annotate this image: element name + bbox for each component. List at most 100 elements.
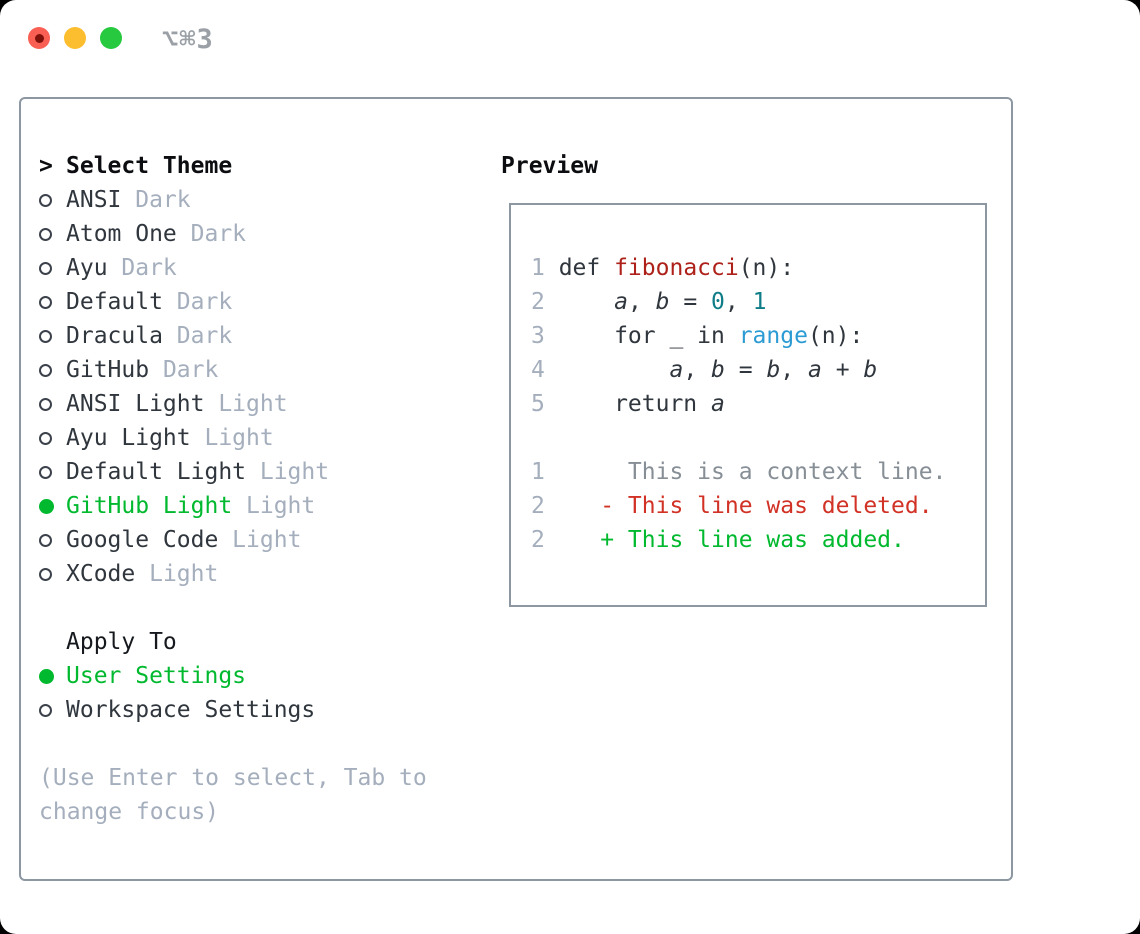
theme-option-ansi-light[interactable]: ANSI Light Light — [39, 387, 501, 421]
radio-icon — [39, 567, 66, 581]
code-token-var: b — [863, 357, 878, 383]
apply-option-workspace-settings[interactable]: Workspace Settings — [39, 693, 501, 727]
code-token-added: + This line was added. — [558, 527, 905, 553]
code-line: 1 This is a context line. — [531, 455, 967, 489]
minimize-button[interactable] — [64, 27, 86, 49]
theme-option-atom-one[interactable]: Atom One Dark — [39, 217, 501, 251]
close-dot-icon — [34, 33, 44, 43]
zoom-button[interactable] — [100, 27, 122, 49]
line-number: 1 — [531, 255, 545, 281]
selection-caret: > — [39, 153, 53, 179]
option-label: Ayu Light — [66, 425, 191, 451]
code-token-plain: = — [669, 289, 712, 315]
hint-line-1: (Use Enter to select, Tab to — [39, 765, 427, 791]
code-token-number: 0 — [711, 289, 725, 315]
radio-icon — [39, 363, 66, 377]
theme-variant-label: Light — [135, 561, 219, 587]
radio-selected-icon — [39, 498, 66, 514]
theme-option-ansi[interactable]: ANSI Dark — [39, 183, 501, 217]
code-token-plain: return — [558, 391, 712, 417]
theme-option-dracula[interactable]: Dracula Dark — [39, 319, 501, 353]
close-button[interactable] — [28, 27, 50, 49]
code-token-plain: def — [558, 255, 615, 281]
theme-variant-label: Light — [246, 459, 330, 485]
apply-to-heading: Apply To — [66, 629, 177, 655]
theme-variant-label: Light — [232, 493, 316, 519]
code-token-var: a — [808, 357, 822, 383]
line-number: 2 — [531, 289, 545, 315]
theme-option-default[interactable]: Default Dark — [39, 285, 501, 319]
code-line: 2 a, b = 0, 1 — [531, 285, 967, 319]
option-label: Default Light — [66, 459, 247, 485]
code-token-plain: , — [683, 357, 712, 383]
window-shortcut-label: ⌥⌘3 — [162, 24, 214, 55]
spacer — [39, 727, 501, 761]
theme-variant-label: Dark — [162, 289, 233, 315]
code-token-var: b — [655, 289, 670, 315]
radio-icon — [39, 703, 66, 717]
radio-icon — [39, 329, 66, 343]
radio-icon — [39, 431, 66, 445]
code-token-plain: for _ in — [558, 323, 739, 349]
apply-option-user-settings[interactable]: User Settings — [39, 659, 501, 693]
line-number — [531, 421, 545, 455]
option-label: GitHub — [66, 357, 150, 383]
code-token-deleted: - This line was deleted. — [558, 493, 933, 519]
code-token-context: This is a context line. — [558, 459, 947, 485]
code-token-var: a — [614, 289, 628, 315]
option-label: XCode — [66, 561, 136, 587]
radio-icon — [39, 397, 66, 411]
code-line — [531, 421, 967, 455]
radio-icon — [39, 227, 66, 241]
code-token-plain — [559, 285, 614, 319]
code-token-plain: , — [627, 289, 656, 315]
theme-variant-label: Light — [190, 425, 274, 451]
traffic-lights — [28, 27, 122, 49]
theme-option-github[interactable]: GitHub Dark — [39, 353, 501, 387]
code-token-plain: + — [821, 357, 864, 383]
code-token-plain: (n): — [807, 323, 864, 349]
select-theme-header: > Select Theme — [39, 149, 501, 183]
theme-option-ayu[interactable]: Ayu Dark — [39, 251, 501, 285]
radio-icon — [39, 261, 66, 275]
option-label: Ayu — [66, 255, 108, 281]
theme-option-xcode[interactable]: XCode Light — [39, 557, 501, 591]
code-line: 5 return a — [531, 387, 967, 421]
code-line: 3 for _ in range(n): — [531, 319, 967, 353]
theme-variant-label: Light — [218, 527, 302, 553]
line-number: 3 — [531, 323, 545, 349]
theme-option-github-light[interactable]: GitHub Light Light — [39, 489, 501, 523]
code-line: 4 a, b = b, a + b — [531, 353, 967, 387]
theme-variant-label: Dark — [149, 357, 219, 383]
option-label: GitHub Light — [66, 493, 233, 519]
theme-option-default-light[interactable]: Default Light Light — [39, 455, 501, 489]
option-label: User Settings — [66, 663, 247, 689]
radio-icon — [39, 533, 66, 547]
spacer — [39, 591, 501, 625]
line-number: 1 — [531, 459, 545, 485]
theme-variant-label: Dark — [121, 187, 191, 213]
theme-option-ayu-light[interactable]: Ayu Light Light — [39, 421, 501, 455]
apply-to-header: Apply To — [39, 625, 501, 659]
code-token-var: b — [711, 357, 725, 383]
code-token-plain: , — [780, 357, 808, 383]
theme-option-google-code[interactable]: Google Code Light — [39, 523, 501, 557]
line-number: 2 — [531, 527, 545, 553]
radio-icon — [39, 295, 66, 309]
line-number: 2 — [531, 493, 545, 519]
theme-variant-label: Dark — [162, 323, 233, 349]
theme-variant-label: Dark — [176, 221, 247, 247]
option-label: ANSI — [66, 187, 122, 213]
option-label: Atom One — [66, 221, 177, 247]
theme-variant-label: Light — [204, 391, 288, 417]
code-token-func: fibonacci — [614, 255, 739, 281]
line-number: 5 — [531, 391, 545, 417]
code-line: 2 - This line was deleted. — [531, 489, 967, 523]
code-line: 2 + This line was added. — [531, 523, 967, 557]
